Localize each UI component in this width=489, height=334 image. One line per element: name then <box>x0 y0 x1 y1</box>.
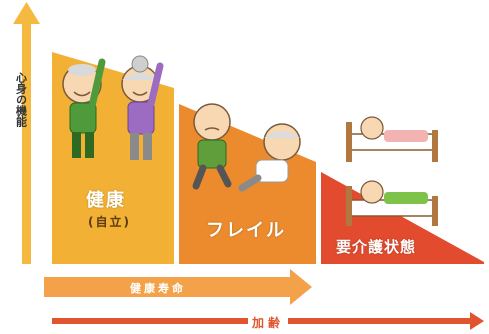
stage-title-care: 要介護状態 <box>336 238 417 256</box>
bedridden-elderly-2-illustration <box>346 180 438 226</box>
healthy-lifespan-arrow <box>44 269 312 305</box>
fallen-elderly-woman-illustration <box>238 123 301 192</box>
stage-subtitle-healthy: (自立) <box>88 215 131 229</box>
function-axis-label: 心身の機能 <box>12 72 30 127</box>
function-axis-label-text: 心身の機能 <box>14 72 28 127</box>
healthy-elderly-woman-illustration <box>121 55 164 160</box>
stage-title-healthy: 健康 <box>86 190 126 211</box>
healthy-lifespan-label: 健康寿命 <box>130 282 186 295</box>
healthy-elderly-man-illustration <box>62 58 106 158</box>
frail-elderly-man-illustration <box>192 103 232 190</box>
function-axis-arrow <box>13 2 40 264</box>
bedridden-elderly-1-illustration <box>346 116 438 162</box>
stage-title-frailty: フレイル <box>206 220 286 241</box>
aging-label: 加齢 <box>248 314 289 331</box>
